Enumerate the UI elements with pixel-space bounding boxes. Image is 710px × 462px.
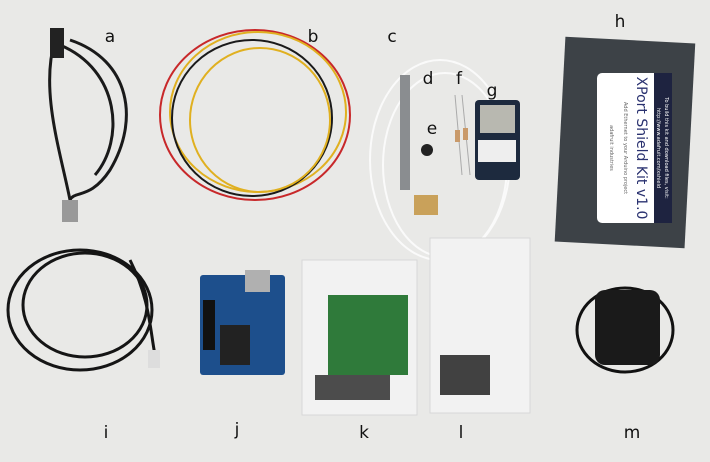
usb-cable <box>48 28 128 222</box>
power-adapter <box>575 286 675 374</box>
kit-title: XPort Shield Kit v1.0 <box>633 77 649 220</box>
label-h: h <box>614 12 626 32</box>
xport-module <box>475 100 520 180</box>
ethernet-cable <box>6 248 160 372</box>
kit-url: http://www.adafruit.com/xshield <box>655 108 661 188</box>
label-m: m <box>623 423 641 443</box>
label-k: k <box>359 423 369 443</box>
header-pins <box>414 195 438 215</box>
label-i: i <box>103 423 109 443</box>
label-c: c <box>387 27 397 47</box>
label-g: g <box>486 81 498 101</box>
kit-instructions: To build this kit and download files, vi… <box>663 96 669 199</box>
xport-shield-kit-bag: XPort Shield Kit v1.0 Add Ethernet to yo… <box>554 36 696 249</box>
label-l: l <box>458 423 464 443</box>
resistors <box>454 94 471 176</box>
headers-bag <box>429 237 531 414</box>
label-d: d <box>422 69 434 89</box>
hookup-wires <box>159 29 351 201</box>
label-b: b <box>307 27 319 47</box>
label-e: e <box>426 119 438 139</box>
kit-subtitle: Add Ethernet to your Arduino project <box>622 102 628 194</box>
label-j: j <box>234 420 240 440</box>
standoff-bolt <box>400 75 410 190</box>
protoboard-bag <box>301 259 418 416</box>
kit-brand: adafruit industries <box>608 125 614 171</box>
label-a: a <box>104 27 116 47</box>
label-f: f <box>456 69 462 89</box>
transistor <box>421 144 433 156</box>
arduino-board <box>200 270 285 375</box>
